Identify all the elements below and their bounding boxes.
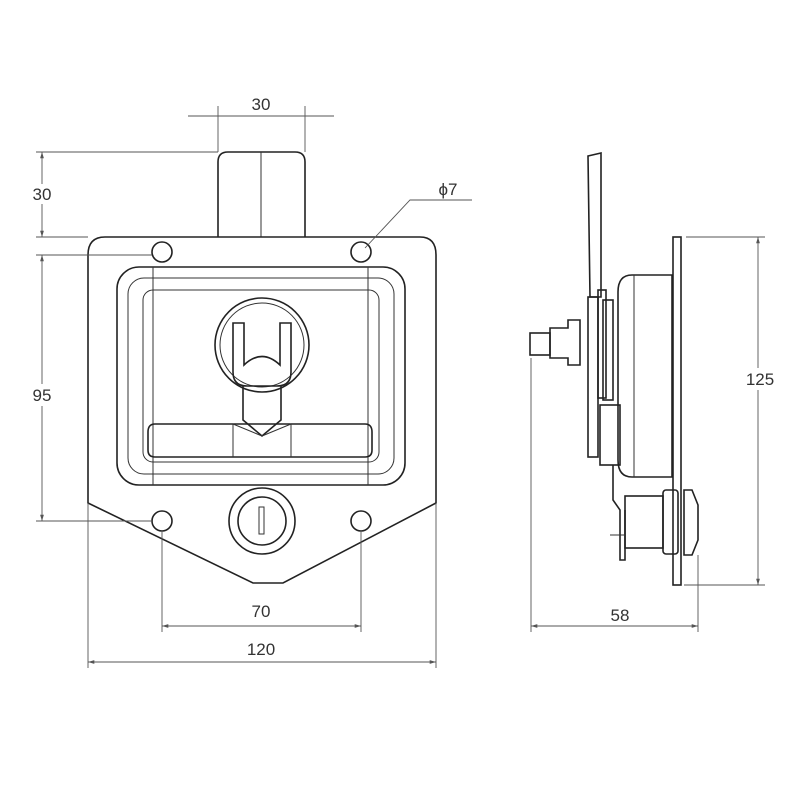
dimension-hole-horizontal: 70: [161, 531, 362, 632]
front-view: [87, 151, 437, 584]
t-handle: [147, 386, 373, 458]
dimension-label: 30: [252, 95, 271, 114]
dimension-hole-vertical: 95: [28, 254, 152, 522]
dimension-depth: 58: [530, 358, 699, 632]
lock-hub: [214, 297, 310, 393]
mounting-holes: [151, 241, 372, 532]
dimension-hole-diameter: ϕ7: [364, 180, 472, 249]
handle-recess: [116, 266, 406, 486]
dimension-tab-width: 30: [188, 95, 334, 152]
mounting-plate: [87, 236, 437, 584]
dimension-label: 95: [33, 386, 52, 405]
dimension-tab-height: 30: [28, 151, 218, 238]
side-view: [529, 151, 699, 586]
dimension-label: ϕ7: [439, 180, 458, 199]
dimension-overall-width: 120: [87, 503, 437, 668]
dimension-label: 125: [746, 370, 774, 389]
dimension-overall-height: 125: [684, 236, 776, 586]
dimension-label: 70: [252, 602, 271, 621]
dimension-label: 120: [247, 640, 275, 659]
dimension-label: 30: [33, 185, 52, 204]
key-lock: [228, 487, 296, 555]
dimension-label: 58: [611, 606, 630, 625]
